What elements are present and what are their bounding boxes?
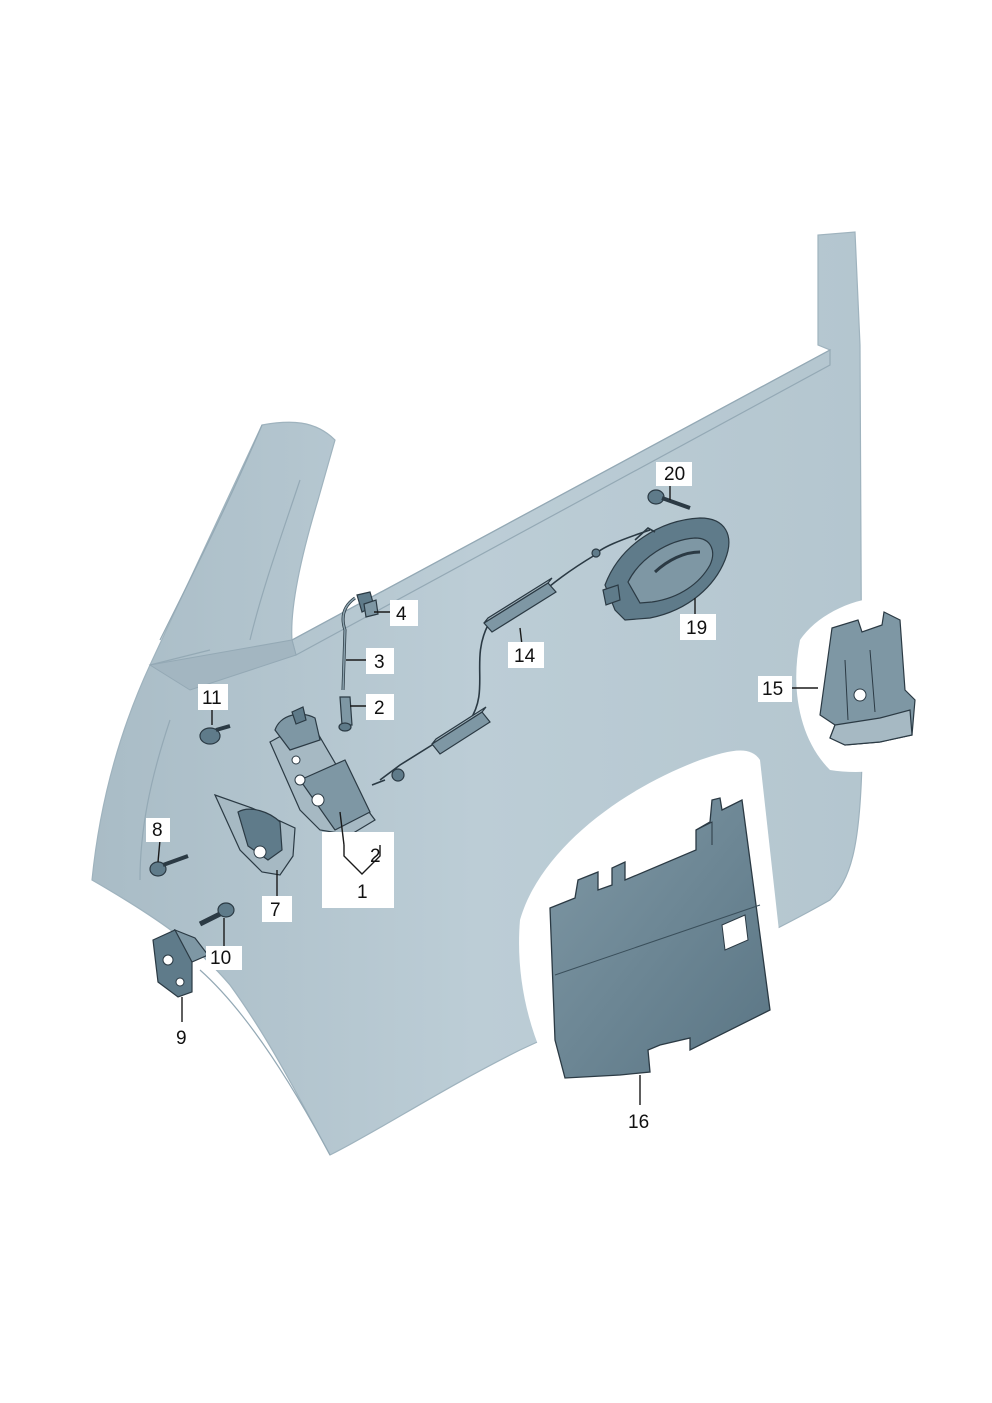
callout-4: 4 (396, 604, 407, 625)
callout-3: 3 (374, 652, 385, 673)
callout-8: 8 (152, 820, 163, 841)
callout-1: 1 (357, 882, 368, 903)
cover-part-16 (549, 797, 771, 1079)
callout-20: 20 (664, 464, 685, 485)
cable-sleeve-part-14 (371, 577, 557, 786)
striker-part-9 (152, 928, 209, 998)
seal-part-7 (213, 793, 296, 876)
callout-15: 15 (762, 679, 783, 700)
callout-7: 7 (270, 900, 281, 921)
inner-handle-part-19 (602, 517, 730, 621)
callout-16: 16 (628, 1112, 649, 1133)
callout-2-assembly: 2 (370, 846, 381, 867)
callout-14: 14 (514, 646, 536, 667)
screw-part-20 (647, 489, 691, 510)
callout-10: 10 (210, 948, 231, 969)
callout-19: 19 (686, 618, 707, 639)
bolt-part-10 (198, 902, 235, 927)
callout-9: 9 (176, 1028, 187, 1049)
screw-part-8 (149, 854, 189, 877)
callout-11: 11 (202, 688, 222, 709)
callout-2: 2 (374, 698, 385, 719)
bracket-part-15 (819, 611, 916, 746)
clip-part-4 (356, 591, 379, 618)
assembly-bracket (322, 832, 394, 908)
door-lock-part-1 (269, 706, 376, 836)
callout-labels: 4 3 2 11 2 1 8 7 10 9 14 20 19 15 16 (146, 462, 792, 1133)
plug-part-11 (199, 724, 231, 745)
rod-part-3 (341, 596, 356, 691)
bolt-part-2 (338, 696, 353, 732)
